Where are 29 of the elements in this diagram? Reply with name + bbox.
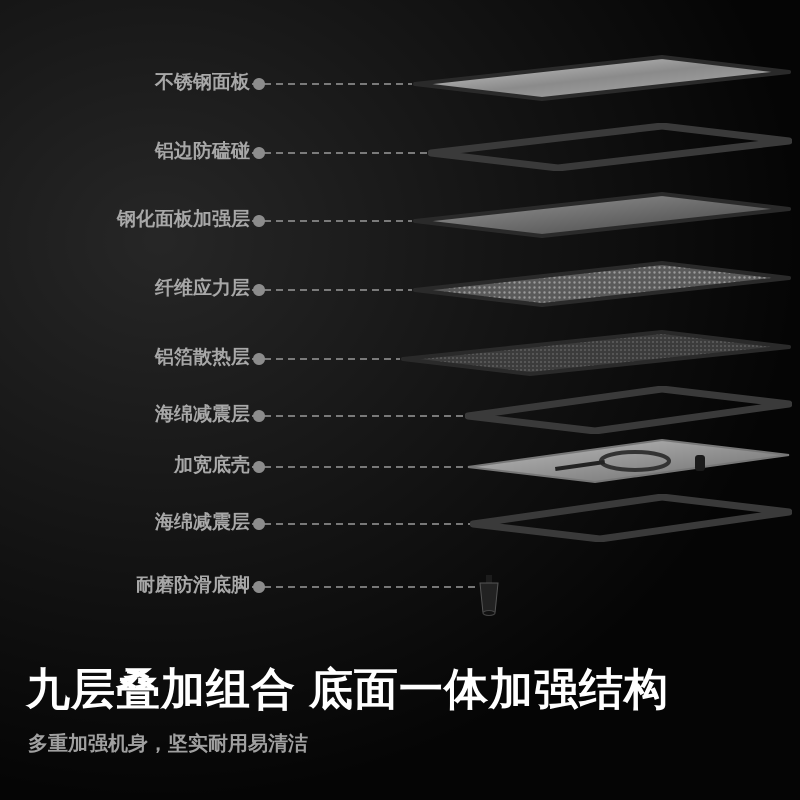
frame-layer-drawing	[465, 386, 792, 434]
layer-label: 铝箔散热层	[155, 348, 250, 367]
layer-label: 纤维应力层	[155, 279, 250, 298]
caption: 多重加强机身，坚实耐用易清洁	[28, 734, 308, 754]
layer-label: 加宽底壳	[174, 456, 250, 475]
leader-line	[252, 461, 465, 473]
base-shell-drawing	[465, 437, 792, 485]
leader-line	[252, 518, 470, 530]
leader-line	[252, 215, 412, 227]
steel-panel-drawing	[412, 54, 792, 102]
foil-layer-drawing	[400, 329, 792, 377]
fiber-layer-drawing	[412, 260, 792, 308]
leader-line	[252, 581, 478, 593]
frame-layer-drawing	[470, 494, 792, 542]
leader-line	[252, 353, 400, 365]
frame-layer-drawing	[428, 123, 792, 171]
layer-label: 海绵减震层	[155, 513, 250, 532]
layer-label: 不锈钢面板	[155, 73, 250, 92]
layer-label: 钢化面板加强层	[117, 210, 250, 229]
layer-label: 耐磨防滑底脚	[136, 576, 250, 595]
leader-line	[252, 78, 412, 90]
layer-label: 海绵减震层	[155, 405, 250, 424]
leader-line	[252, 410, 465, 422]
leader-line	[252, 147, 428, 159]
layer-label: 铝边防磕碰	[155, 142, 250, 161]
rubber-foot-drawing	[478, 575, 500, 617]
leader-line	[252, 284, 412, 296]
title: 九层叠加组合 底面一体加强结构	[26, 668, 670, 712]
glass-panel-drawing	[412, 191, 792, 239]
